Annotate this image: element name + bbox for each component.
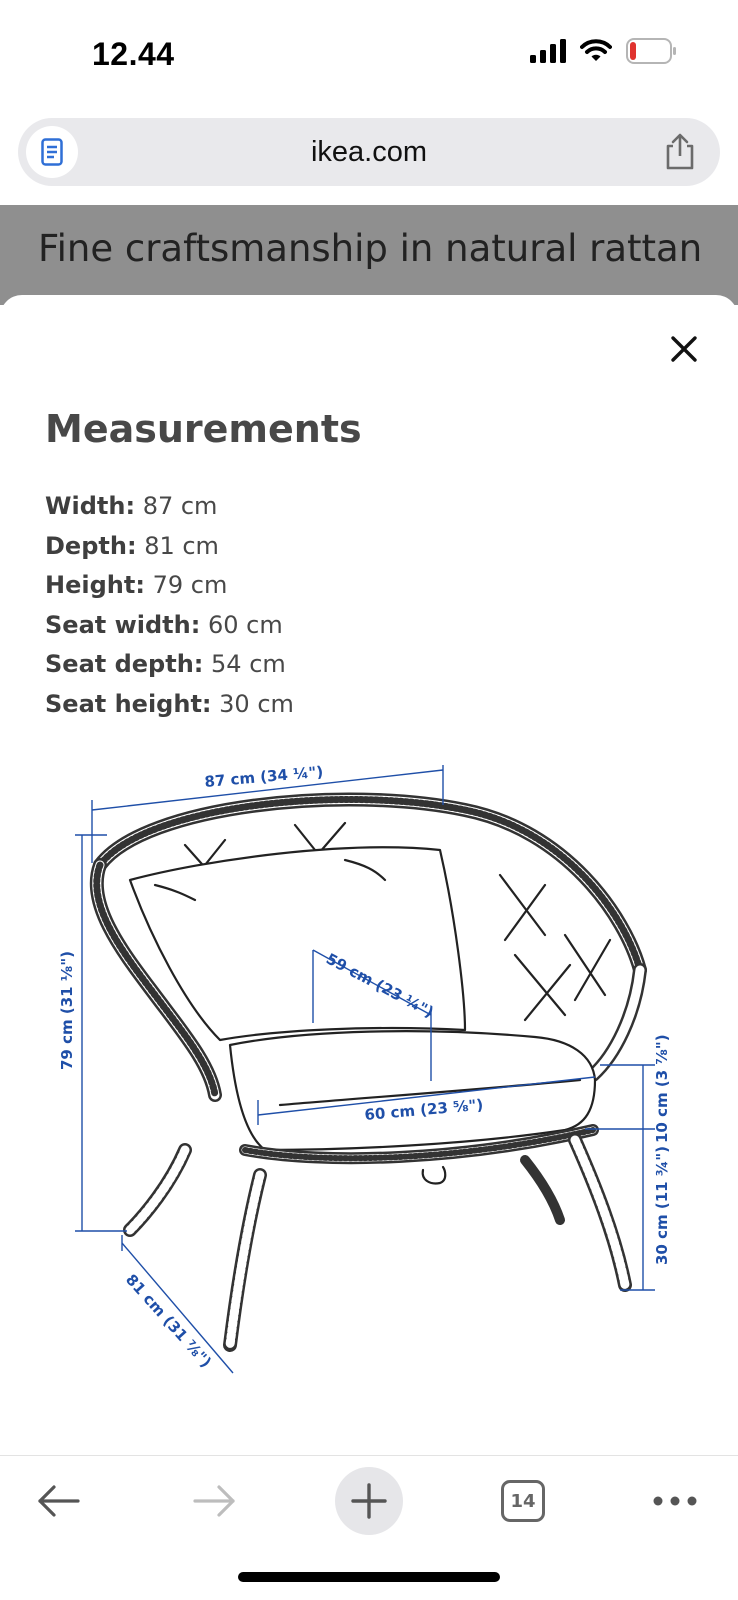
measurement-label: Seat depth: xyxy=(45,650,204,678)
address-bar[interactable]: ikea.com xyxy=(18,118,720,186)
browser-address-area: ikea.com xyxy=(0,110,738,205)
status-bar: 12.44 xyxy=(0,0,738,110)
measurement-label: Seat height: xyxy=(45,689,212,718)
page-headline: Fine craftsmanship in natural rattan xyxy=(38,227,703,270)
measurement-list: Width: 87 cm Depth: 81 cm Height: 79 cm … xyxy=(45,487,294,724)
measurement-label: Seat width: xyxy=(45,610,201,639)
close-icon[interactable] xyxy=(664,329,704,369)
measurement-value: 87 cm xyxy=(142,492,218,520)
depth-dimension-label: 81 cm (31 ⅞") xyxy=(122,1271,215,1371)
measurement-label: Depth: xyxy=(45,531,137,560)
dimension-lines xyxy=(75,765,655,1374)
more-icon xyxy=(653,1496,697,1506)
height-dimension-label: 79 cm (31 ⅛") xyxy=(58,951,76,1070)
status-icons xyxy=(530,38,678,64)
status-time: 12.44 xyxy=(92,36,175,72)
browser-toolbar: 14 xyxy=(0,1455,738,1545)
reader-button[interactable] xyxy=(26,126,78,178)
cushion-dimension-label: 10 cm (3 ⅞") xyxy=(653,1034,671,1143)
chair-dimension-diagram: 87 cm (34 ¼") 79 cm (31 ⅛") 81 cm (31 ⅞"… xyxy=(58,765,671,1374)
measurement-seat-width: Seat width: 60 cm xyxy=(45,606,294,646)
measurement-height: Height: 79 cm xyxy=(45,566,294,606)
measurement-width: Width: 87 cm xyxy=(45,487,294,527)
home-indicator[interactable] xyxy=(238,1572,500,1582)
measurement-value: 30 cm xyxy=(219,689,294,718)
measurement-value: 81 cm xyxy=(144,531,219,560)
measurement-label: Height: xyxy=(45,571,145,599)
measurement-value: 60 cm xyxy=(207,610,283,639)
width-dimension-label: 87 cm (34 ¼") xyxy=(204,765,324,791)
seat-height-dimension-label: 30 cm (11 ¾") xyxy=(653,1146,671,1265)
measurement-value: 79 cm xyxy=(152,571,228,599)
chair-drawing xyxy=(89,792,647,1352)
reader-icon xyxy=(41,138,63,166)
page-overlay[interactable]: Fine craftsmanship in natural rattan xyxy=(0,205,738,305)
more-button[interactable] xyxy=(640,1466,710,1536)
back-button[interactable] xyxy=(24,1466,94,1536)
forward-button[interactable] xyxy=(179,1466,249,1536)
wifi-icon xyxy=(580,39,612,61)
new-tab-button[interactable] xyxy=(334,1466,404,1536)
sheet-title: Measurements xyxy=(45,407,362,451)
measurement-value: 54 cm xyxy=(211,650,286,678)
measurement-seat-depth: Seat depth: 54 cm xyxy=(45,645,294,685)
battery-icon xyxy=(626,38,676,64)
measurements-sheet: Measurements Width: 87 cm Depth: 81 cm H… xyxy=(0,295,738,1455)
cellular-signal-icon xyxy=(530,39,566,63)
back-arrow-icon xyxy=(38,1485,80,1517)
new-tab-circle xyxy=(335,1467,403,1535)
url-text[interactable]: ikea.com xyxy=(310,136,428,168)
measurement-label: Width: xyxy=(45,492,136,520)
share-icon[interactable] xyxy=(660,132,700,172)
tabs-icon: 14 xyxy=(501,1480,545,1522)
measurement-seat-height: Seat height: 30 cm xyxy=(45,685,294,725)
plus-icon xyxy=(351,1483,387,1519)
forward-arrow-icon xyxy=(193,1485,235,1517)
measurement-depth: Depth: 81 cm xyxy=(45,527,294,567)
tabs-button[interactable]: 14 xyxy=(488,1466,558,1536)
